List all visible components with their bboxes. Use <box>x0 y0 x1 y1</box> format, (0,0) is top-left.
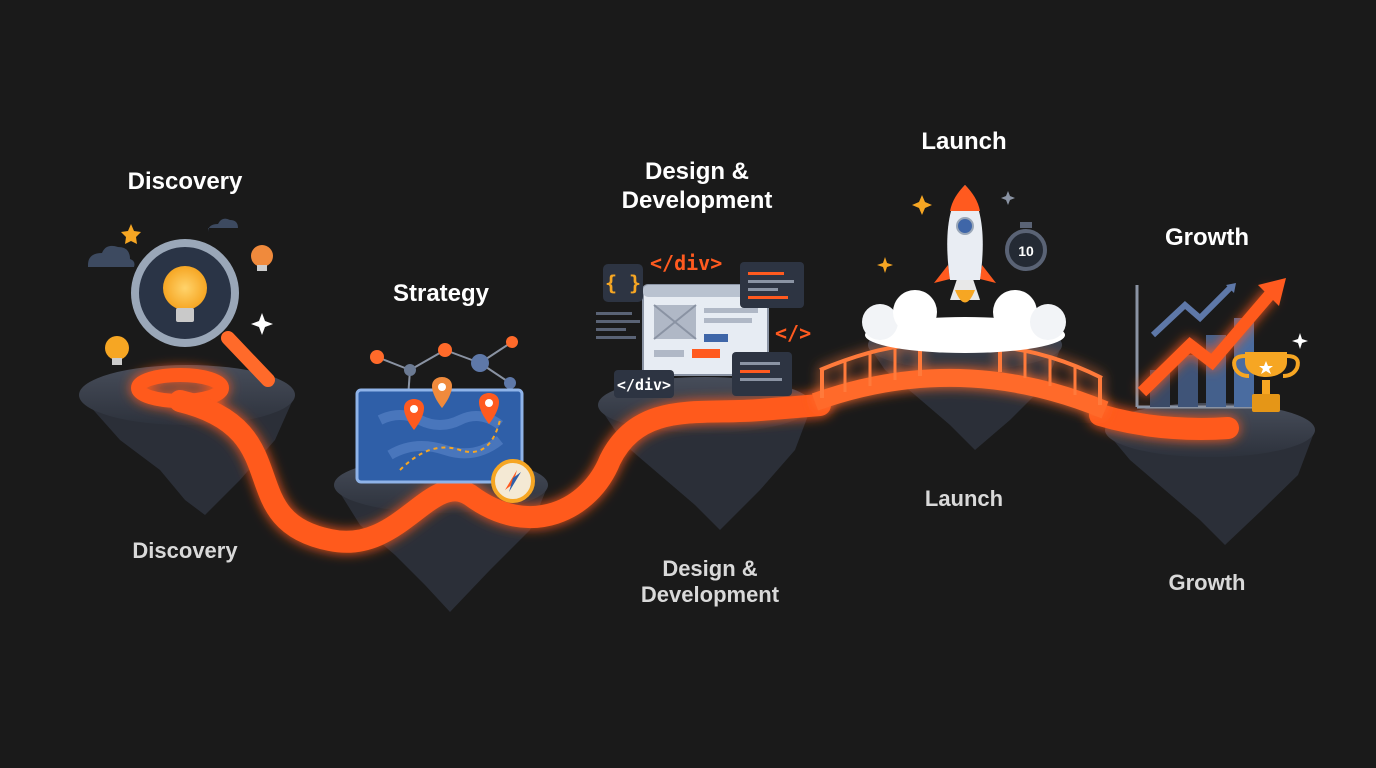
braces-badge: { } <box>603 264 643 302</box>
sparkle-icon <box>1292 333 1308 349</box>
trophy-icon <box>1232 352 1300 412</box>
stage-title-design-line2: Development <box>621 186 773 214</box>
svg-text:{ }: { } <box>605 271 641 295</box>
star-icon <box>121 224 141 244</box>
stage-caption-discovery: Discovery <box>132 538 238 563</box>
cloud-icon <box>208 218 238 232</box>
div-tag-badge: </div> <box>614 370 674 398</box>
svg-text:</div>: </div> <box>617 376 671 394</box>
location-pin-icon <box>479 393 499 424</box>
sparkle-icon <box>251 313 273 335</box>
magnifier-icon <box>131 239 275 387</box>
rocket-icon <box>934 185 996 303</box>
stage-title-launch: Launch <box>921 128 1007 155</box>
roadmap-path <box>131 368 1239 553</box>
stage-title-strategy: Strategy <box>392 280 490 307</box>
location-pin-icon <box>404 399 424 430</box>
star-icon <box>877 257 893 273</box>
network-graph-icon <box>370 336 518 399</box>
star-icon <box>912 195 932 215</box>
cloud-icon <box>88 245 135 267</box>
stage-caption-design-line1: Design & <box>662 556 758 581</box>
code-lines-decoration <box>596 312 640 339</box>
stage-caption-growth: Growth <box>1168 570 1246 595</box>
stage-title-discovery: Discovery <box>127 168 243 195</box>
compass-icon <box>491 459 535 503</box>
stopwatch-icon: 10 <box>1005 222 1047 271</box>
small-lightbulb-icon <box>251 245 273 271</box>
stage-title-growth: Growth <box>1165 224 1249 251</box>
svg-text:10: 10 <box>1018 243 1034 259</box>
lightbulb-icon <box>163 266 207 322</box>
map-icon <box>355 388 524 484</box>
growth-bars <box>1135 285 1265 409</box>
stage-caption-design: Design & Development <box>641 556 779 609</box>
small-lightbulb-icon <box>105 336 129 365</box>
growth-arrow-icon <box>1137 278 1286 397</box>
angle-tag: </> <box>775 321 811 345</box>
div-tag-top: </div> <box>650 251 722 275</box>
stage-caption-design-line2: Development <box>640 582 780 608</box>
stage-title-design: Design & Development <box>622 158 773 216</box>
code-snippet-panel <box>740 262 804 308</box>
location-pin-icon <box>432 377 452 408</box>
stage-caption-launch: Launch <box>924 486 1004 511</box>
bridge-icon <box>811 343 1109 419</box>
sparkle-icon <box>1001 191 1015 205</box>
stage-title-design-line1: Design & <box>644 158 750 185</box>
code-snippet-panel <box>732 352 792 396</box>
